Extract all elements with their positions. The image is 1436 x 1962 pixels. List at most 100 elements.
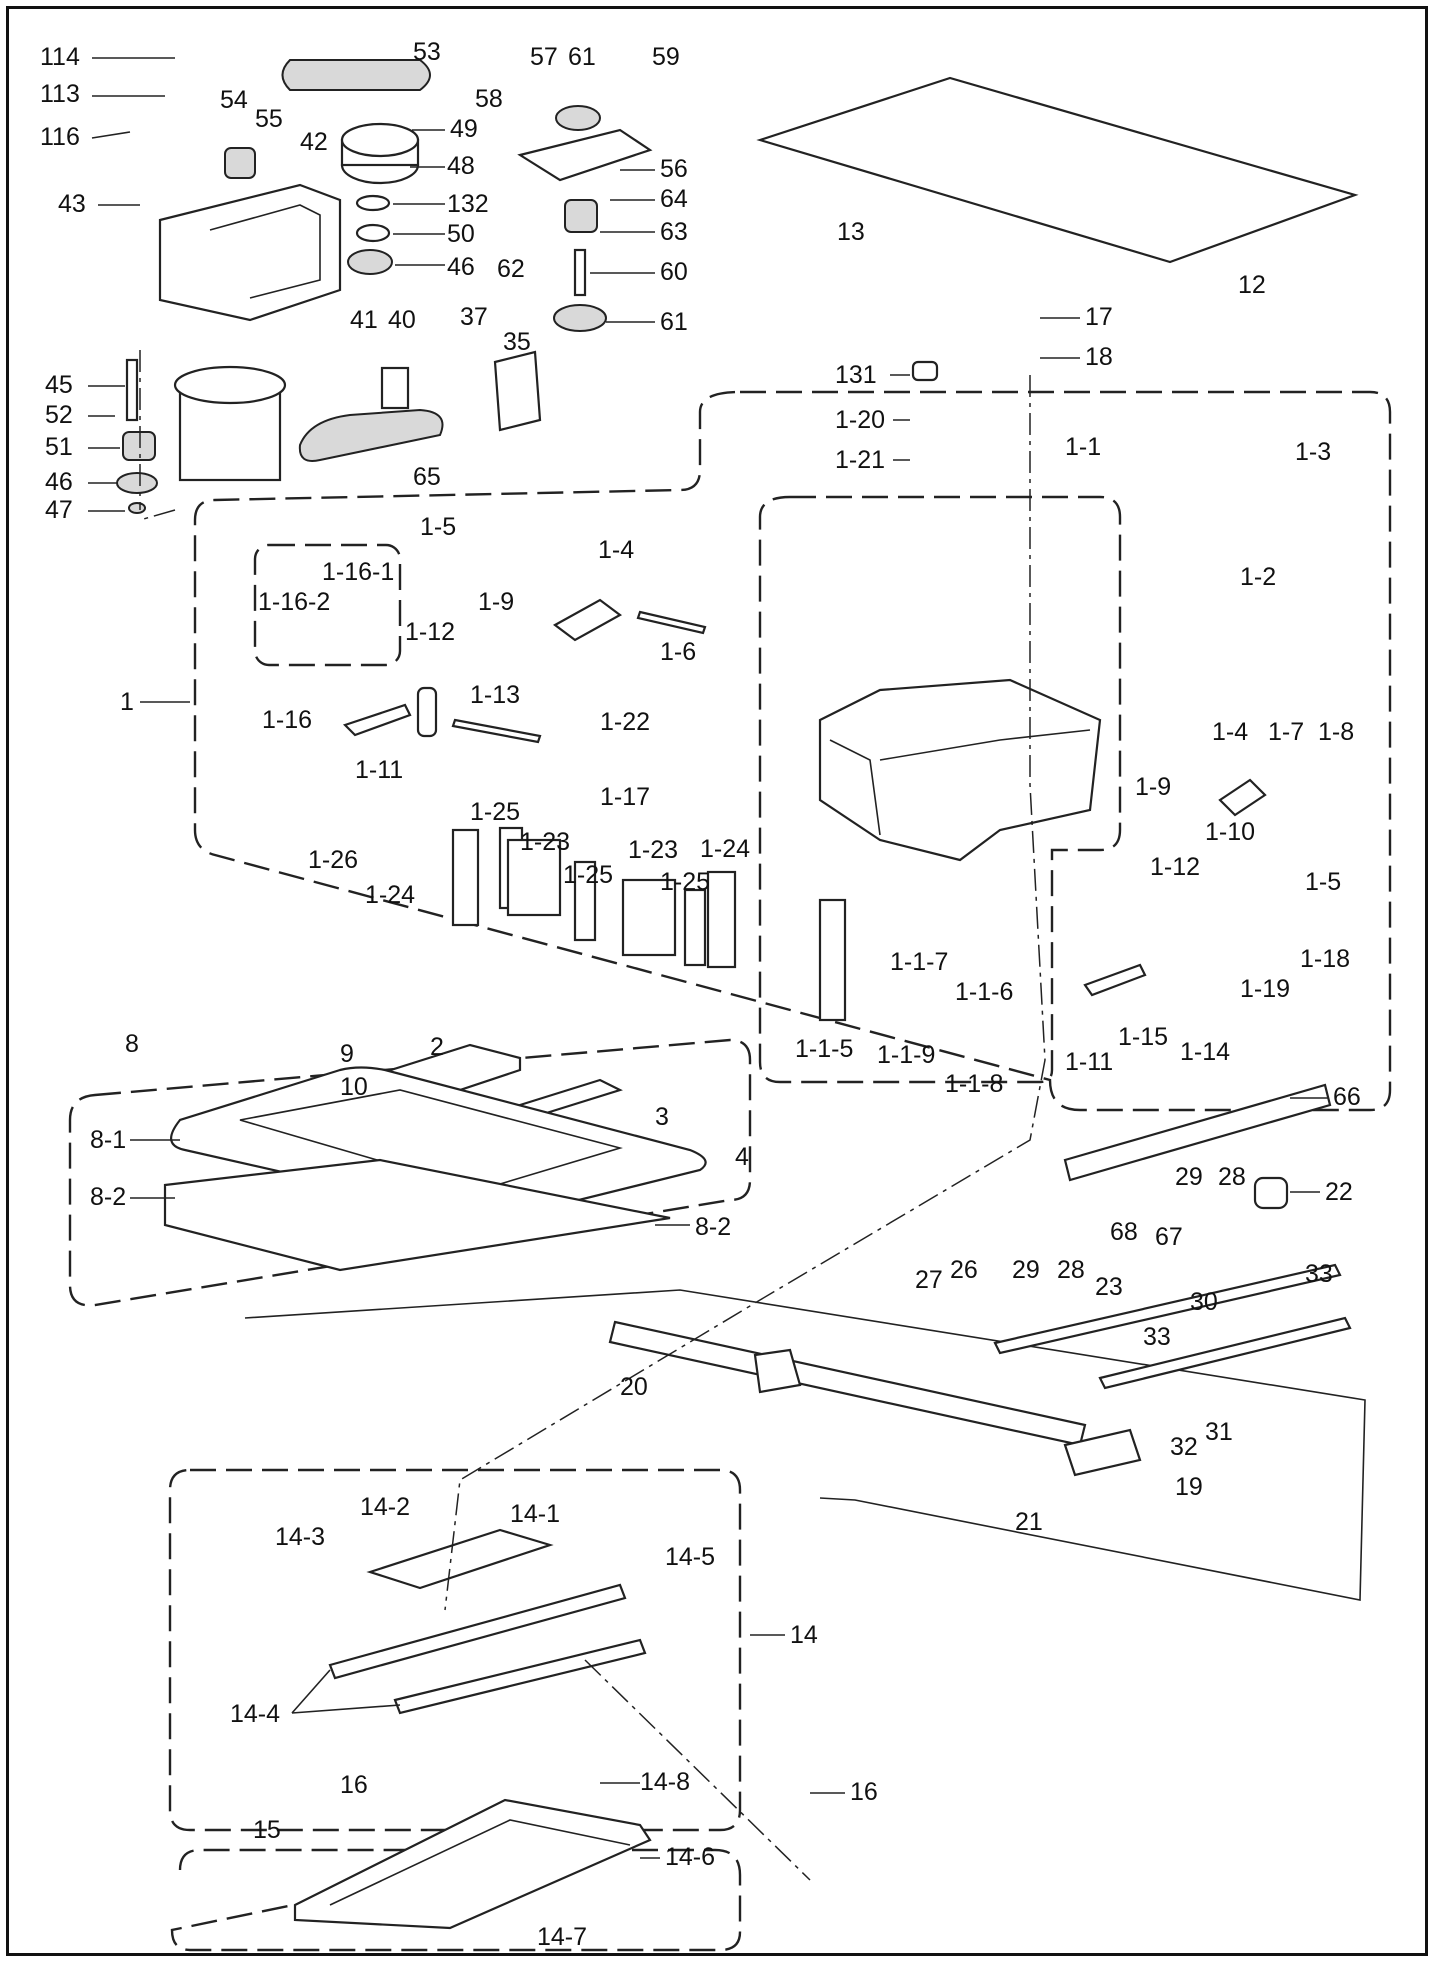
block-1-24-left (451, 828, 480, 927)
label-1-9-upper: 1-9 (478, 588, 514, 616)
label-1-1-8: 1-1-8 (945, 1070, 1003, 1098)
carriage-body-edges (829, 729, 1091, 836)
clamp-40 (380, 366, 410, 410)
label-2: 2 (430, 1033, 444, 1061)
sheet-8-2 (163, 1158, 671, 1272)
label-46-upper: 46 (447, 253, 475, 281)
label-1-9-lower: 1-9 (1135, 773, 1171, 801)
label-10: 10 (340, 1073, 368, 1101)
spacer-131 (911, 360, 939, 382)
label-17: 17 (1085, 303, 1113, 331)
label-52: 52 (45, 401, 73, 429)
label-1-25-upper: 1-25 (470, 798, 520, 826)
ring-47 (128, 502, 146, 514)
bearing-46-lower (116, 472, 158, 494)
guide-1-1-5 (818, 898, 847, 1022)
frame-8-1 (170, 1066, 707, 1220)
label-14-1: 14-1 (510, 1500, 560, 1528)
label-1-5-upper: 1-5 (420, 513, 456, 541)
lever-1-11-right (1083, 963, 1147, 997)
base-14-7-edge (329, 1819, 631, 1906)
label-1-17: 1-17 (600, 783, 650, 811)
label-1-12-lower: 1-12 (1150, 853, 1200, 881)
assembly-chain-line-left (139, 350, 176, 521)
label-49: 49 (450, 115, 478, 143)
label-27: 27 (915, 1266, 943, 1294)
rod-1-13 (451, 718, 542, 744)
group-1-16-outline (253, 543, 402, 667)
rail-14-4-b (393, 1638, 647, 1715)
label-1-16-2: 1-16-2 (258, 588, 330, 616)
label-8-1: 8-1 (90, 1126, 126, 1154)
label-20: 20 (620, 1373, 648, 1401)
rod-23 (993, 1263, 1342, 1355)
group-8-outline (68, 1038, 752, 1307)
label-55: 55 (255, 105, 283, 133)
cover-plate-12 (756, 76, 1359, 264)
label-1-4-lower: 1-4 (1212, 718, 1248, 746)
label-16-left: 16 (340, 1771, 368, 1799)
bearing-46 (347, 249, 393, 275)
label-8-2-left: 8-2 (90, 1183, 126, 1211)
label-1-3: 1-3 (1295, 438, 1331, 466)
label-8: 8 (125, 1030, 139, 1058)
label-61-lower: 61 (660, 308, 688, 336)
label-8-2-right: 8-2 (695, 1213, 731, 1241)
label-12: 12 (1238, 271, 1266, 299)
label-1-8: 1-8 (1318, 718, 1354, 746)
bushing-22 (1253, 1176, 1289, 1210)
label-47: 47 (45, 496, 73, 524)
label-16-right: 16 (850, 1778, 878, 1806)
label-1-19: 1-19 (1240, 975, 1290, 1003)
rail-14-4-a (328, 1583, 627, 1680)
plate-1-23-right (621, 878, 677, 957)
group-1-outline (193, 390, 1392, 1112)
label-1-4-upper: 1-4 (598, 536, 634, 564)
label-40: 40 (388, 306, 416, 334)
label-66: 66 (1333, 1083, 1361, 1111)
washer-50 (355, 223, 391, 243)
carriage-body (818, 678, 1102, 862)
label-131: 131 (835, 361, 877, 389)
label-53: 53 (413, 38, 441, 66)
label-51: 51 (45, 433, 73, 461)
label-48: 48 (447, 152, 475, 180)
label-57: 57 (530, 43, 558, 71)
label-32: 32 (1170, 1433, 1198, 1461)
motor-flange (173, 365, 287, 405)
label-67: 67 (1155, 1223, 1183, 1251)
label-21: 21 (1015, 1508, 1043, 1536)
label-1-21: 1-21 (835, 446, 885, 474)
slider-19-left (753, 1348, 802, 1394)
label-1-18: 1-18 (1300, 945, 1350, 973)
label-1-1-9: 1-1-9 (877, 1041, 935, 1069)
gear-63 (564, 199, 598, 233)
label-28-lower: 28 (1057, 1256, 1085, 1284)
label-14-2: 14-2 (360, 1493, 410, 1521)
label-1-23-left: 1-23 (520, 828, 570, 856)
label-1-7: 1-7 (1268, 718, 1304, 746)
timing-belt-53 (281, 59, 431, 91)
label-43: 43 (58, 190, 86, 218)
label-22: 22 (1325, 1178, 1353, 1206)
label-1: 1 (120, 688, 134, 716)
label-14-5: 14-5 (665, 1543, 715, 1571)
label-23: 23 (1095, 1273, 1123, 1301)
label-1-11-upper: 1-11 (355, 756, 403, 784)
bracket-42 (158, 183, 342, 322)
leader-lines (88, 57, 1328, 1859)
label-42: 42 (300, 128, 328, 156)
label-59: 59 (652, 43, 680, 71)
part-labels: 114 113 116 43 53 54 55 42 49 48 132 50 … (40, 38, 1361, 1951)
base-plate-outline (244, 1289, 1366, 1601)
label-1-24-left: 1-24 (365, 881, 415, 909)
group-14-outline (168, 1468, 742, 1832)
label-1-24-right-top: 1-24 (700, 835, 750, 863)
strip-1-25-c (683, 888, 707, 967)
label-113: 113 (40, 80, 80, 108)
link-1-12-left (416, 686, 438, 738)
plate-1-23-left (506, 838, 562, 917)
label-41: 41 (350, 306, 378, 334)
